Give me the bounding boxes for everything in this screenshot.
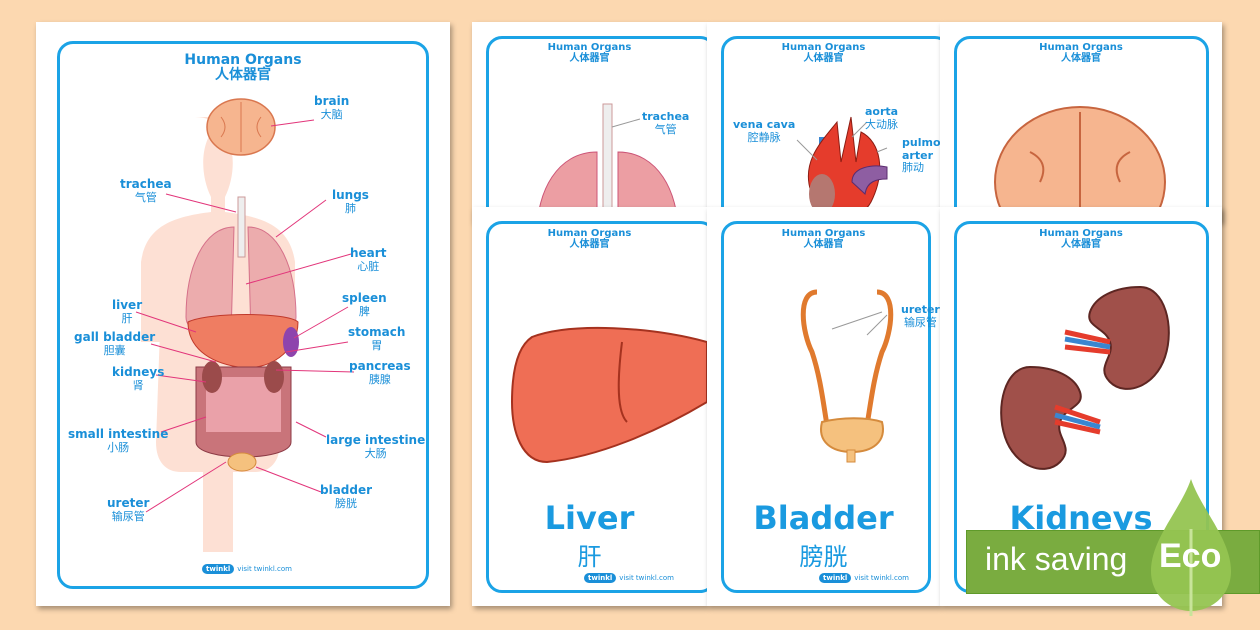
poster-frame: [57, 41, 429, 589]
poster-frame: [486, 221, 707, 593]
organ-name: Liver: [544, 499, 635, 537]
title-en: Human Organs: [184, 52, 302, 68]
organ-name-zh: 肝: [577, 543, 602, 571]
title-zh: 人体器官: [215, 67, 271, 84]
lungs-illustration: [536, 103, 679, 222]
organ-name: Bladder: [753, 499, 894, 537]
poster-frame: [486, 36, 707, 222]
leaf-icon: [1151, 479, 1231, 616]
poster-frame: [721, 221, 931, 593]
ink-saving-text: ink saving: [985, 541, 1128, 577]
heart-illustration: [796, 116, 888, 217]
poster-frame: [721, 36, 940, 222]
organ-name-zh: 膀胱: [799, 543, 848, 571]
body-illustration: [135, 98, 355, 552]
brain-illustration: [994, 106, 1166, 222]
poster-frame: [954, 36, 1209, 222]
kidneys-illustration: [1000, 285, 1170, 470]
bladder-illustration: [800, 289, 894, 463]
eco-text: Eco: [1159, 537, 1222, 575]
ink-saving-eco-badge: ink saving Eco: [966, 479, 1260, 616]
liver-illustration: [510, 326, 707, 464]
